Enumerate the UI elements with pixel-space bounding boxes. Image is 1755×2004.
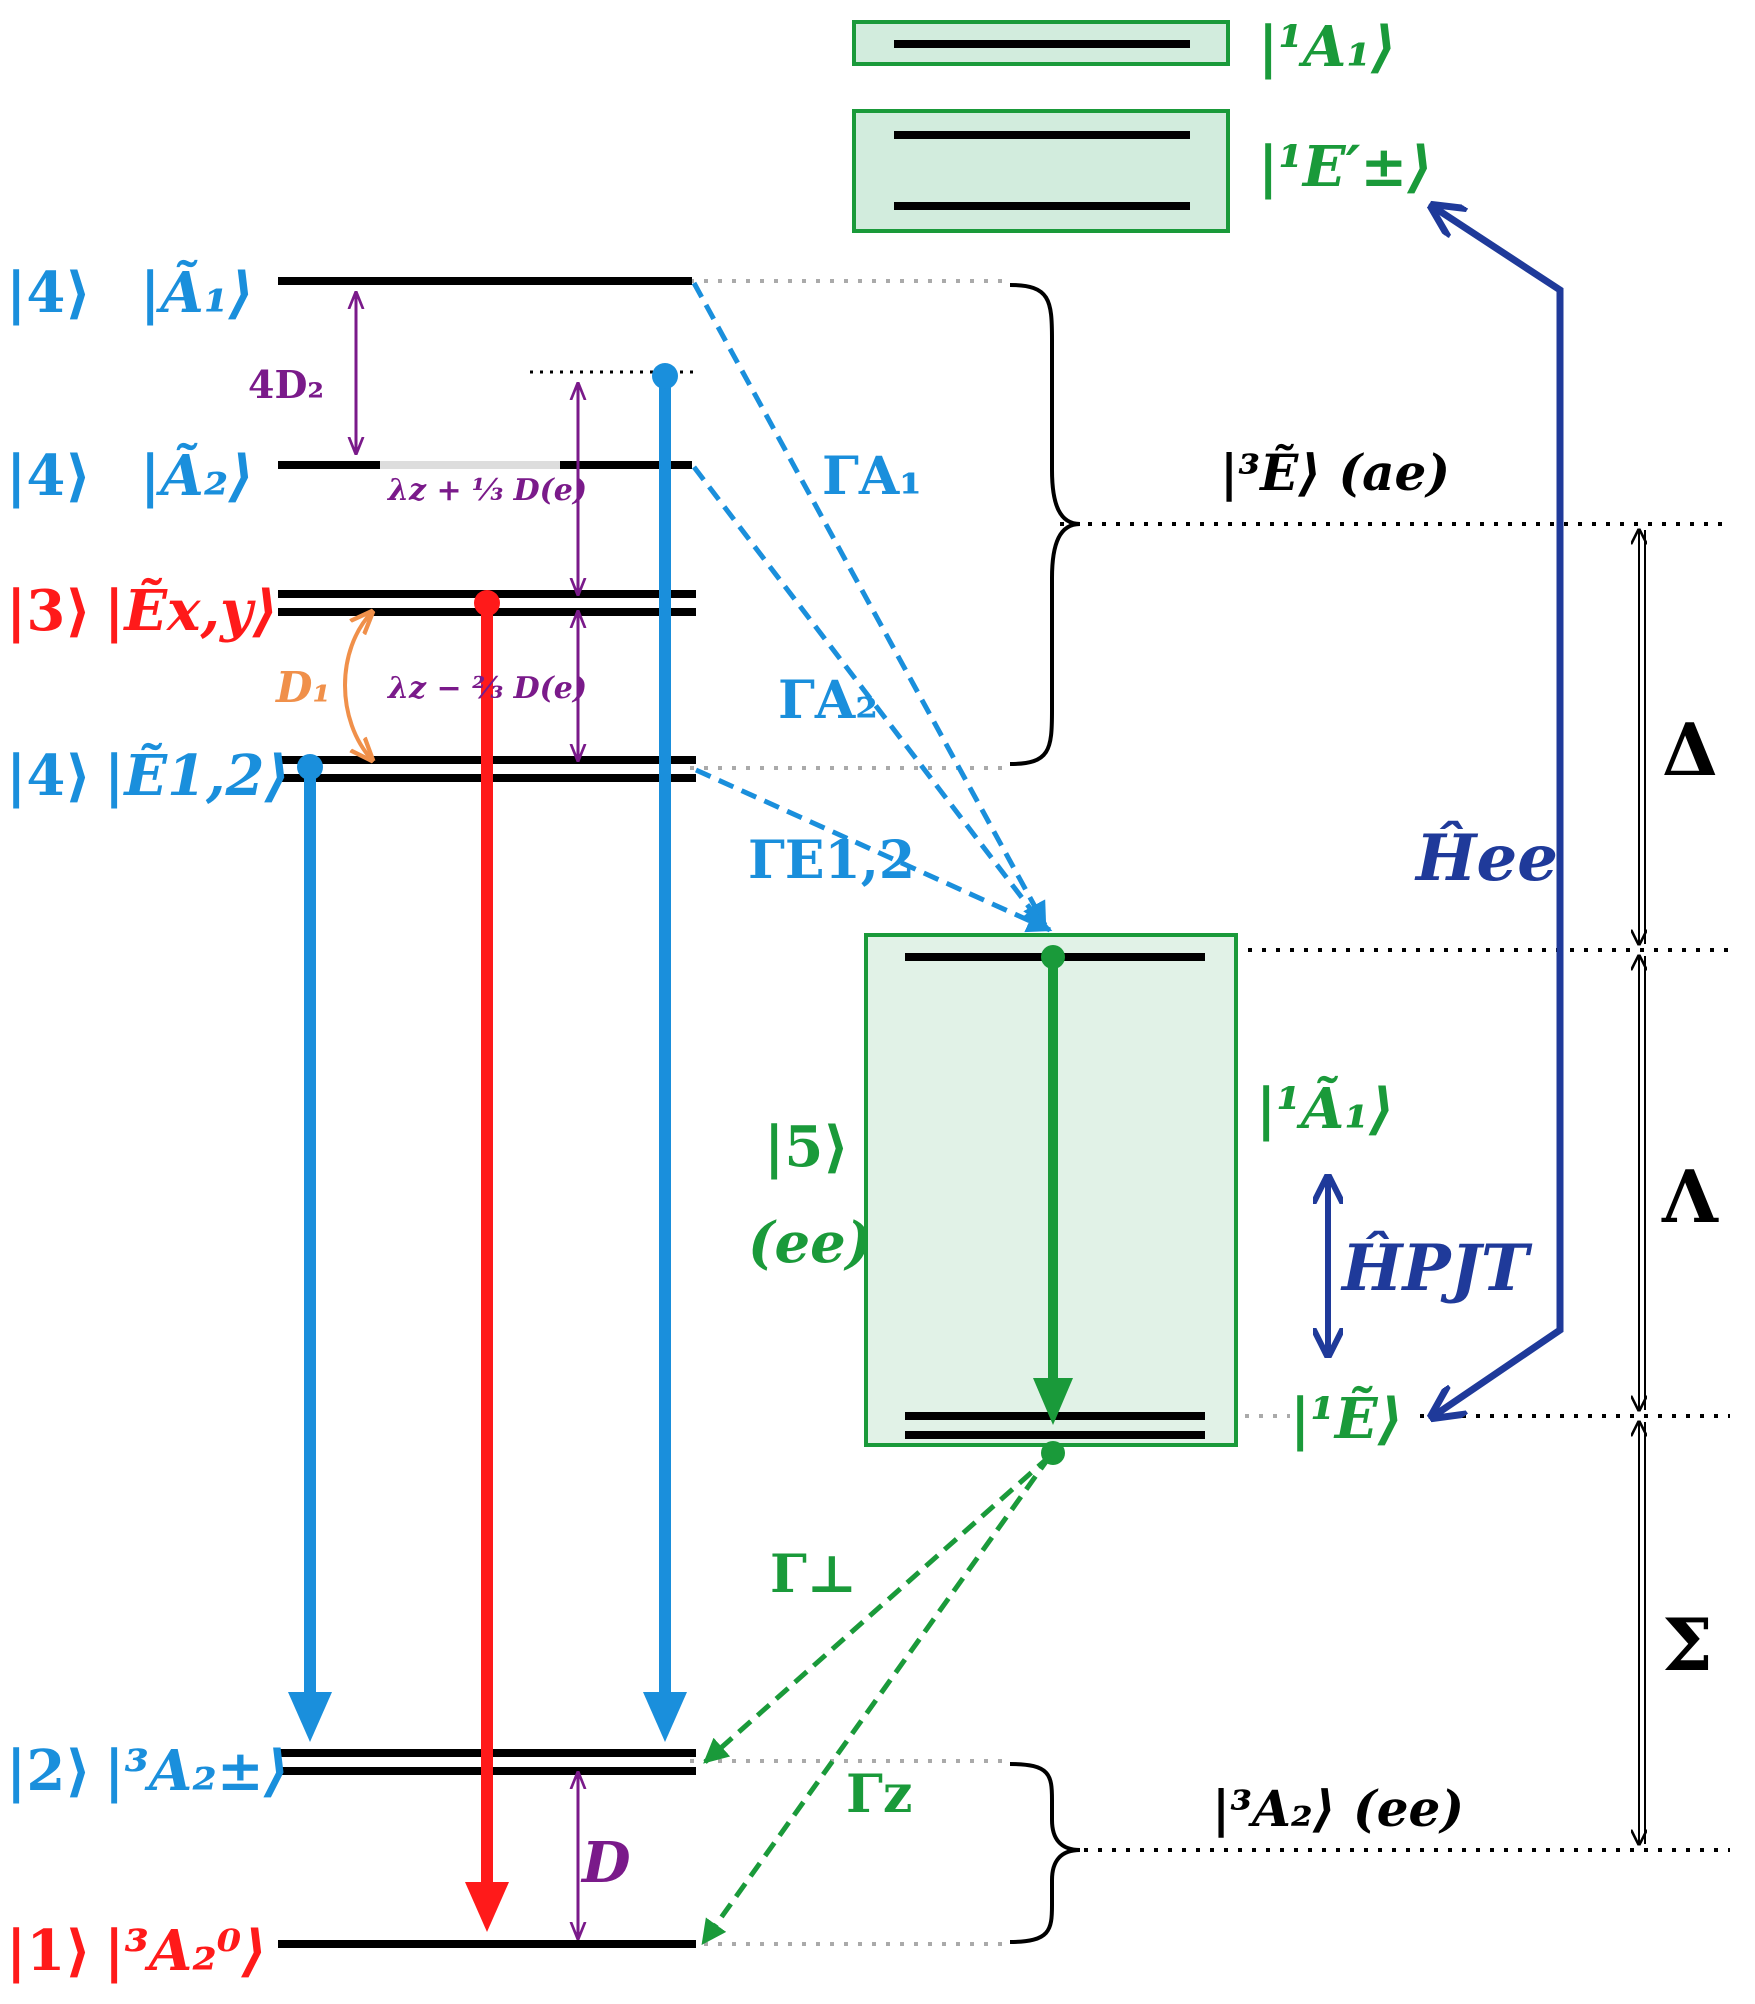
label-delta: Δ bbox=[1662, 707, 1718, 792]
label-4d2: 4D₂ bbox=[248, 362, 324, 407]
label-state-exy: |Ẽx,y⟩ bbox=[104, 578, 278, 644]
label-ket-a1: |4⟩ bbox=[6, 260, 91, 326]
label-h-pjt: ĤPJT bbox=[1340, 1231, 1533, 1306]
isc-e12 bbox=[694, 767, 1053, 933]
label-state-a2: |Ã₂⟩ bbox=[140, 443, 254, 509]
transition-exy-to-a20 bbox=[465, 590, 509, 1932]
label-gamma-e12: ΓE1,2 bbox=[748, 830, 915, 891]
isc-a1 bbox=[691, 281, 1048, 928]
label-state-a1: |Ã₁⟩ bbox=[140, 260, 254, 326]
label-lambda-minus: λz − ⅔ D(e) bbox=[386, 671, 587, 706]
label-ket-a2pm: |2⟩ bbox=[6, 1738, 91, 1804]
isc-a2 bbox=[692, 465, 1047, 930]
label-ee-singlet: (ee) bbox=[748, 1210, 872, 1276]
label-state-a2pm: |³A₂±⟩ bbox=[104, 1738, 289, 1804]
label-gamma-z: Γz bbox=[846, 1764, 912, 1825]
label-lambda: Λ bbox=[1661, 1154, 1719, 1239]
label-excited-manifold: |³Ẽ⟩ (ae) bbox=[1220, 443, 1450, 503]
label-ket-e12: |4⟩ bbox=[6, 743, 91, 809]
label-state-e12: |Ẽ1,2⟩ bbox=[104, 743, 290, 809]
label-ground-manifold: |³A₂⟩ (ee) bbox=[1212, 1779, 1464, 1839]
label-singlet-a1-tilde: |¹Ã₁⟩ bbox=[1256, 1076, 1394, 1142]
isc-z bbox=[700, 1454, 1053, 1946]
label-d1: D₁ bbox=[275, 663, 331, 712]
singlet-e-prime-box bbox=[852, 109, 1230, 233]
label-singlet-e-tilde: |¹Ẽ⟩ bbox=[1290, 1386, 1403, 1452]
label-singlet-a1: |¹A₁⟩ bbox=[1258, 14, 1396, 80]
label-h-ee: Ĥee bbox=[1414, 821, 1558, 896]
transition-e12-to-a2pm bbox=[288, 754, 332, 1742]
label-ket-a20: |1⟩ bbox=[6, 1918, 91, 1984]
transition-virtual-to-a2pm bbox=[643, 363, 687, 1742]
label-sigma: Σ bbox=[1662, 1602, 1713, 1687]
brace-excited-manifold bbox=[1009, 283, 1081, 766]
label-singlet-e-prime: |¹E′±⟩ bbox=[1258, 134, 1433, 200]
label-ket-a2: |4⟩ bbox=[6, 443, 91, 509]
label-ket5: |5⟩ bbox=[764, 1114, 849, 1180]
arrow-h-ee bbox=[1435, 208, 1564, 1415]
label-gamma-perp: Γ⊥ bbox=[770, 1544, 857, 1605]
brace-ground-manifold bbox=[1009, 1762, 1081, 1944]
label-gamma-a2: ΓA₂ bbox=[778, 670, 878, 731]
arrow-d1 bbox=[343, 612, 372, 760]
label-d: D bbox=[580, 1830, 631, 1896]
isc-perp bbox=[703, 1454, 1052, 1764]
transition-singlet-a1-to-e bbox=[1033, 945, 1073, 1425]
label-state-a20: |³A₂⁰⟩ bbox=[104, 1918, 267, 1984]
label-gamma-a1: ΓA₁ bbox=[822, 446, 922, 507]
label-ket-exy: |3⟩ bbox=[6, 578, 91, 644]
label-lambda-plus: λz + ⅓ D(e) bbox=[386, 473, 587, 508]
